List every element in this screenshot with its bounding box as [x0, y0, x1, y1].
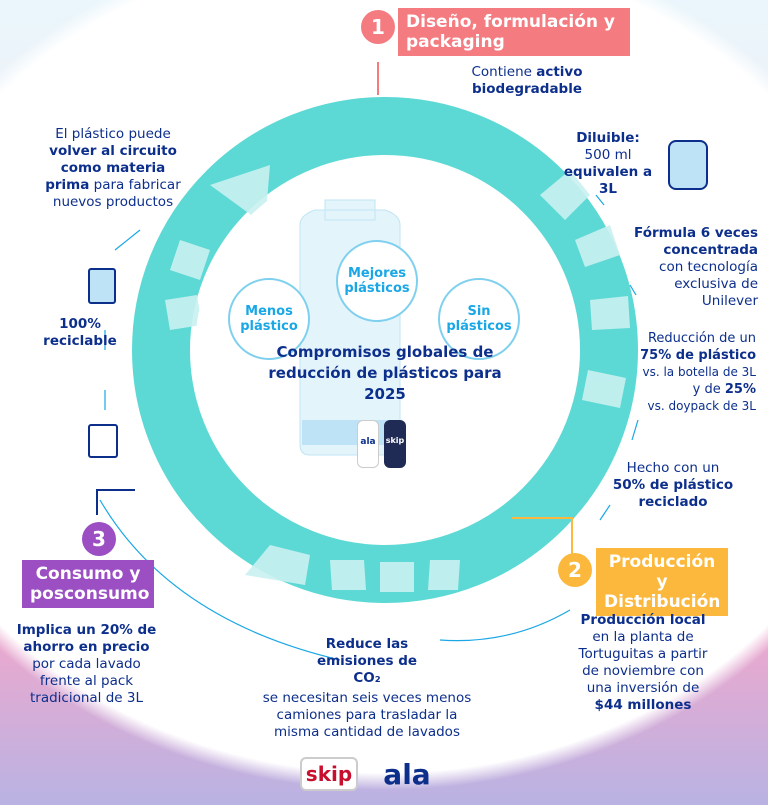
skip-product: skip [384, 420, 406, 468]
reciclable-text: 100% reciclable [43, 316, 117, 349]
step-1-badge: 1 [361, 10, 395, 44]
step-1-title: Diseño, formulación y packaging [398, 8, 630, 56]
ala-logo: ala [383, 758, 431, 791]
ala-product: ala [357, 420, 379, 468]
bubble-menos-plastico: Menos plástico [228, 278, 310, 360]
circuito-text: El plástico puede volver al circuito com… [45, 126, 181, 210]
step-3-badge: 3 [82, 522, 116, 556]
step-2-title: Producción y Distribución [596, 548, 728, 616]
bubble-sin-plasticos: Sin plásticos [438, 278, 520, 360]
bottle-icon [668, 140, 708, 190]
recycle-bin-icon [88, 268, 116, 304]
center-title: Compromisos globales de reducción de plá… [268, 343, 502, 403]
step-3-title: Consumo y posconsumo [22, 560, 154, 608]
washing-machine-icon [88, 424, 118, 458]
bubble-mejores-plasticos: Mejores plásticos [336, 240, 418, 322]
activo-text: Contiene activo biodegradable [471, 64, 583, 97]
skip-logo: skip [300, 757, 358, 791]
step-2-badge: 2 [558, 553, 592, 587]
